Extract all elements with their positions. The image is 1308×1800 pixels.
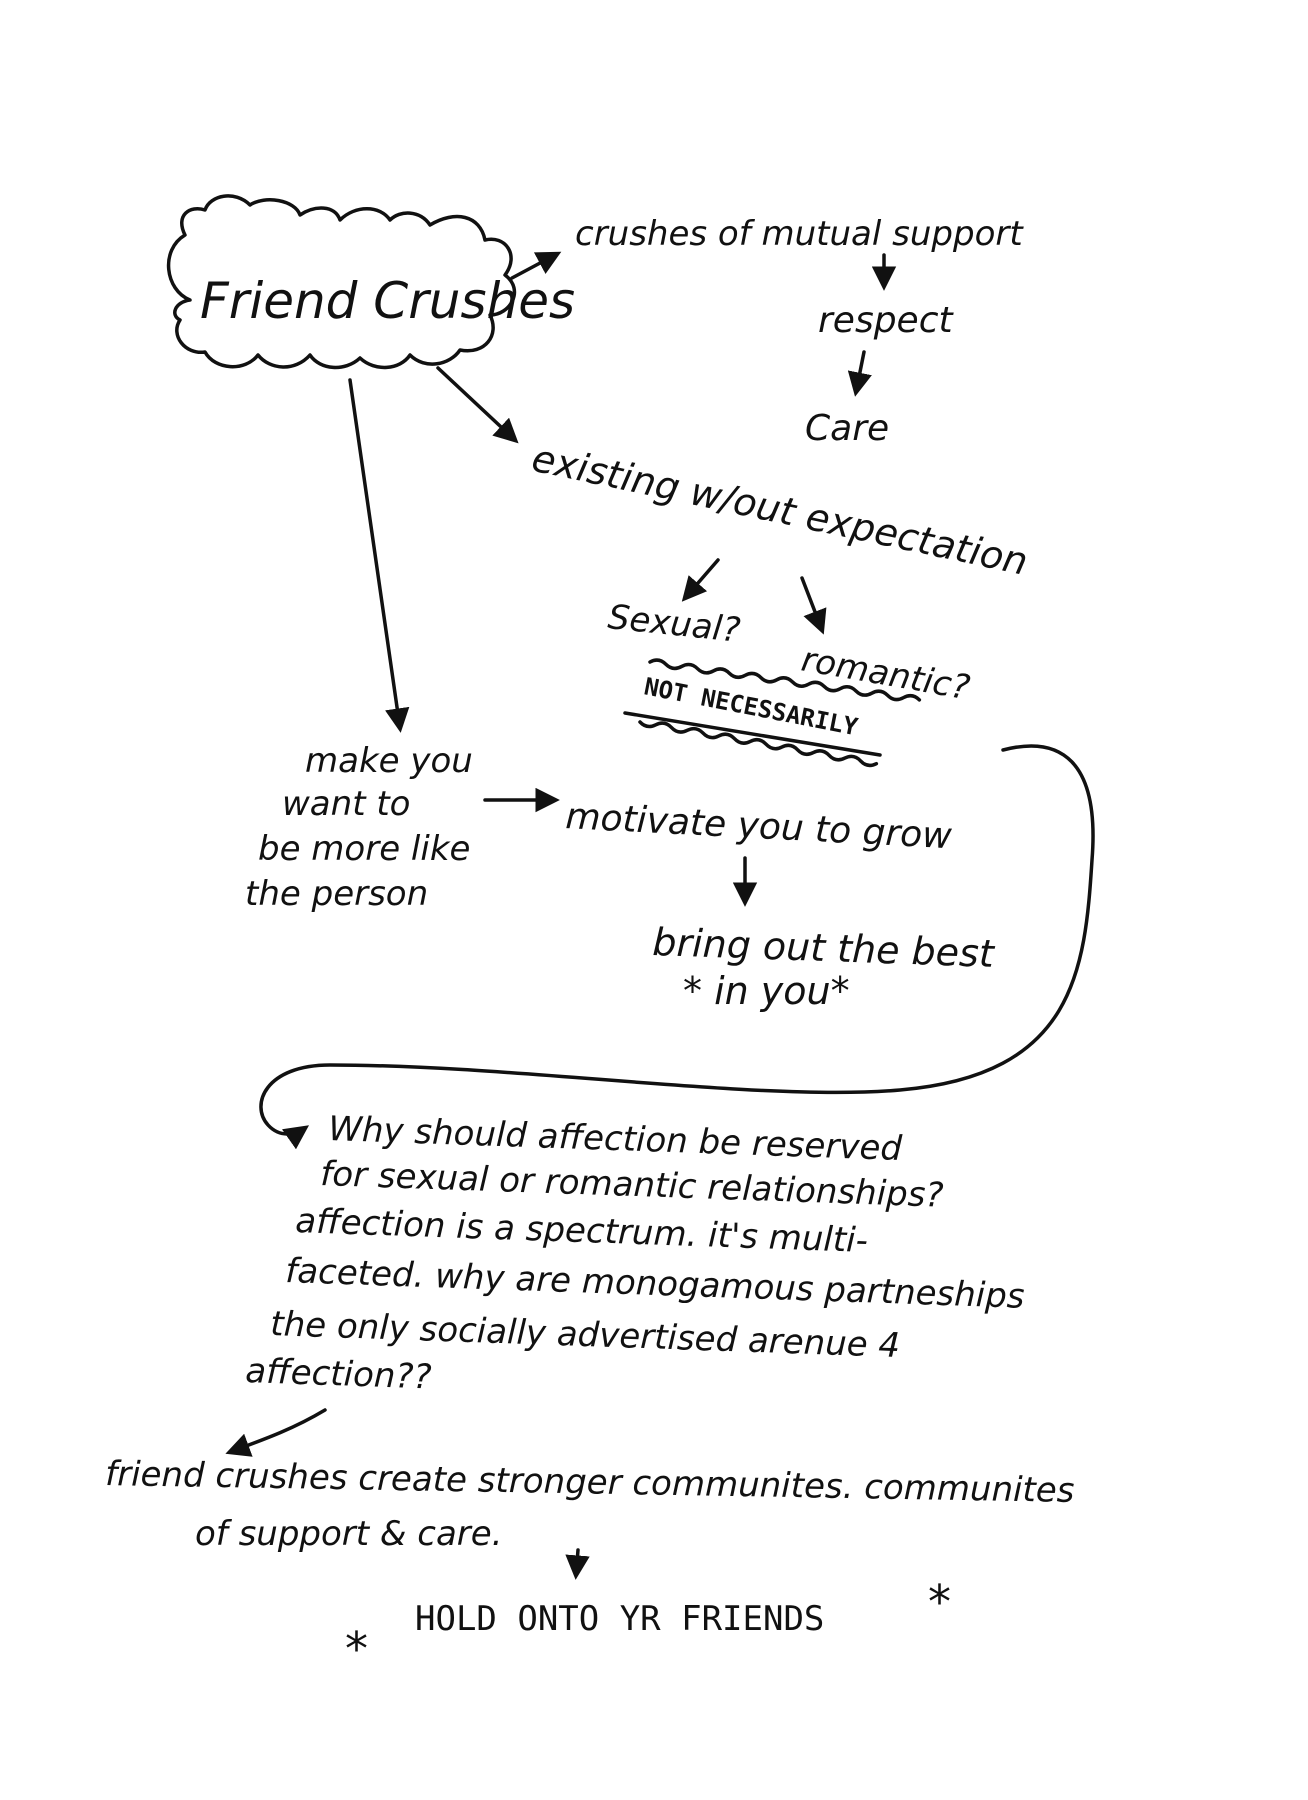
motivate-label: motivate you to grow [565,796,954,857]
make-you-line: make you [305,741,473,781]
make-you-line: want to [282,784,410,824]
arrow-question-to-conclusion [225,1408,327,1457]
best-line-1: bring out the best [652,920,997,976]
arrow-cloud-to-support [510,251,562,280]
final-star-left: * [345,1622,368,1676]
arrow-conclusion-to-final [565,1548,590,1580]
make-you-text: make you want to be more like the person [245,741,473,914]
cloud-shape [167,194,517,370]
care-label: Care [805,408,889,449]
cloud-title: Friend Crushes [200,272,575,330]
question-line: affection?? [245,1351,432,1397]
conclusion-line: of support & care. [195,1514,502,1554]
question-paragraph: Why should affection be reserved for sex… [245,1109,1026,1397]
conclusion-line: friend crushes create stronger communite… [105,1454,1075,1511]
question-line: faceted. why are monogamous partneships [285,1251,1026,1317]
arrow-expectation-to-romantic [800,576,827,635]
arrow-cloud-to-expectation [436,366,519,444]
arrow-cloud-to-make-you [348,378,410,733]
final-star-right: * [928,1575,951,1629]
make-you-line: the person [245,874,428,914]
wavy-underline-bottom [638,720,879,768]
wavy-underline-top [648,658,922,702]
respect-label: respect [818,300,954,341]
best-line-2: * in you* [683,969,850,1013]
romantic-label: romantic? [798,639,972,708]
make-you-line: be more like [258,829,470,869]
sexual-label: Sexual? [606,597,742,651]
expectation-label: existing w/out expectation [528,436,1032,584]
underline-not-necessarily [623,711,882,757]
arrow-expectation-to-sexual [681,558,720,602]
final-label: HOLD ONTO YR FRIENDS [415,1599,824,1639]
mutual-support-label: crushes of mutual support [575,214,1024,254]
curved-arrow-to-question [259,744,1095,1150]
arrow-respect-to-care [847,350,872,397]
